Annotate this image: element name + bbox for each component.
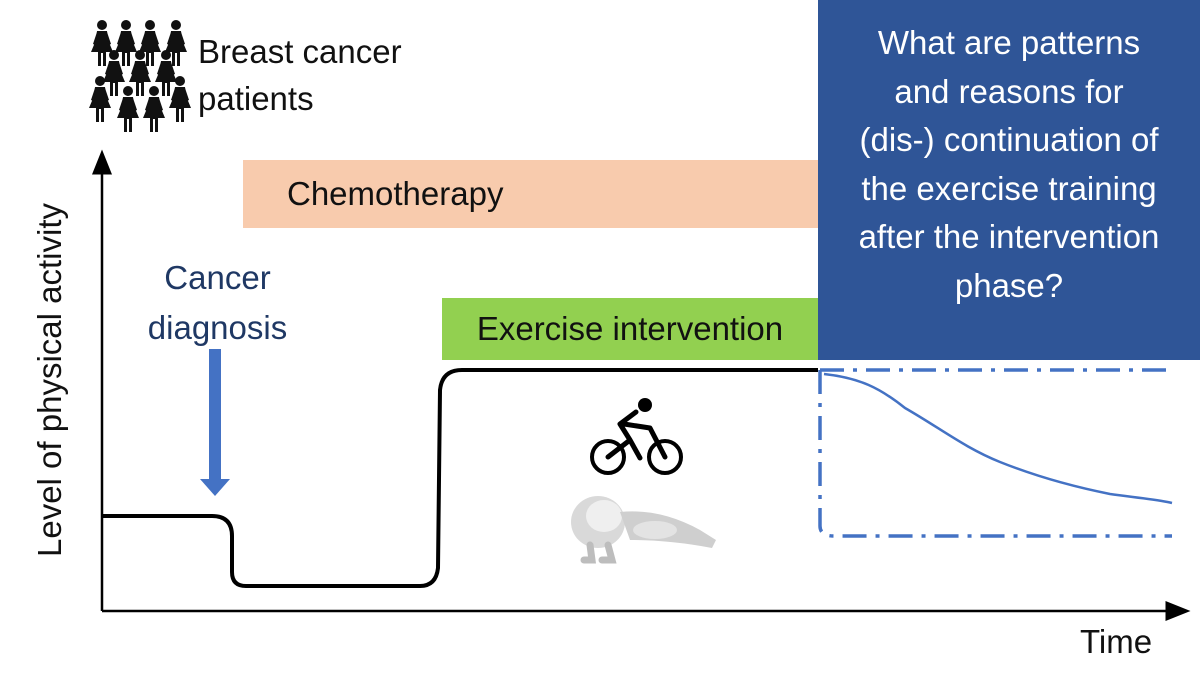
post-intervention-dashed-box	[818, 368, 1172, 538]
patients-label: Breast cancer patients	[198, 33, 402, 117]
cancer-diagnosis-label: Cancer diagnosis	[147, 259, 288, 346]
diagnosis-arrow	[200, 349, 230, 496]
push-up-figure-icon	[571, 496, 716, 564]
research-question-box: What are patterns and reasons for (dis-)…	[818, 0, 1200, 360]
chemotherapy-label: Chemotherapy	[287, 175, 504, 212]
x-axis-label: Time	[1080, 623, 1153, 660]
declining-activity-curve	[823, 372, 1173, 505]
chemotherapy-bar: Chemotherapy	[243, 160, 818, 228]
exercise-intervention-label: Exercise intervention	[476, 310, 784, 347]
exercise-intervention-bar: Exercise intervention	[442, 298, 818, 360]
activity-level-line	[102, 368, 818, 588]
cyclist-icon	[590, 398, 683, 475]
